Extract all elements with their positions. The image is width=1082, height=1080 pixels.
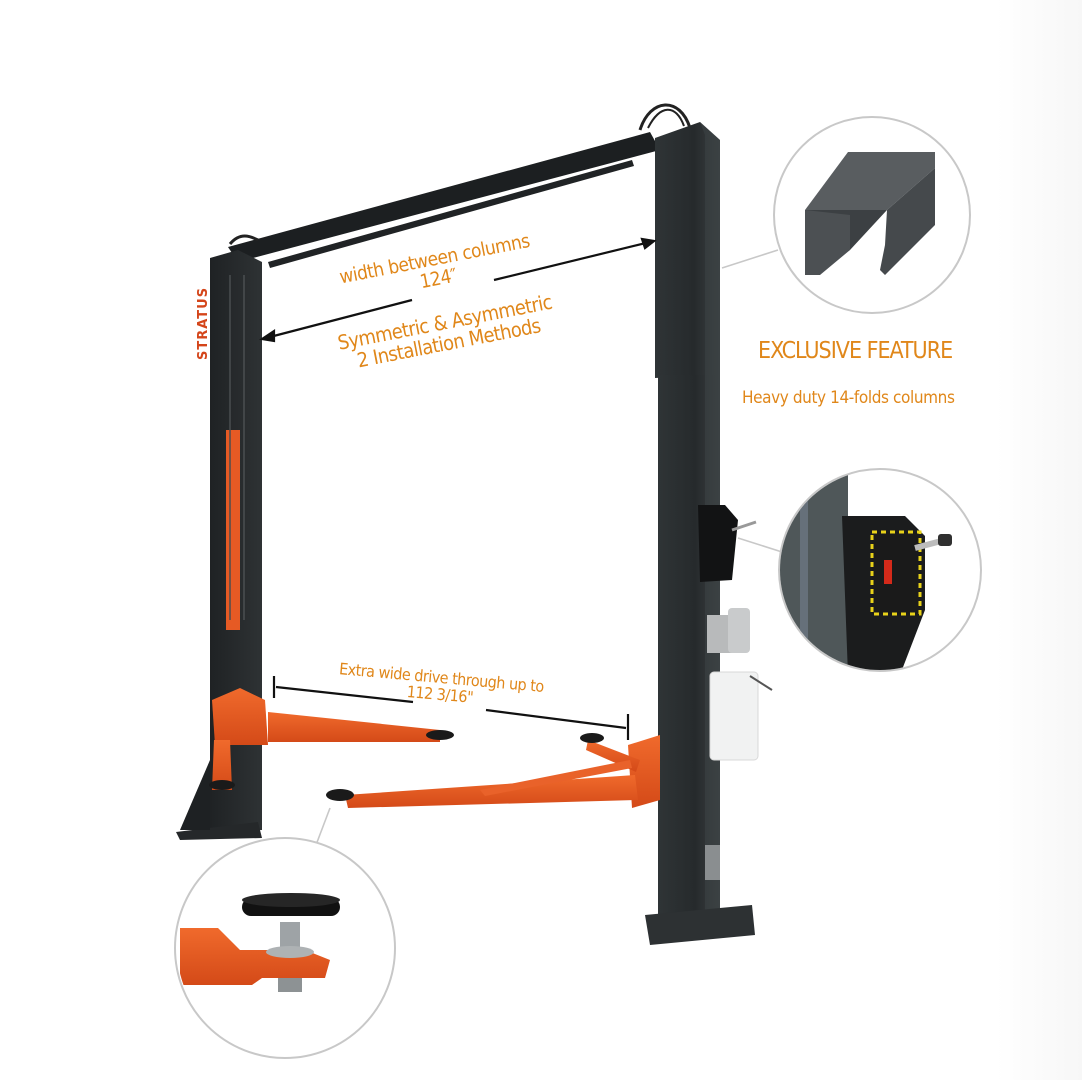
control-box [698, 505, 738, 582]
callout-control-lock [778, 468, 982, 672]
brand-logo: STRATUS [196, 286, 211, 360]
dimension-arrow-width [259, 237, 657, 343]
left-column [176, 250, 262, 840]
callout-column-profile [773, 116, 971, 314]
callout-lift-pad [174, 837, 396, 1059]
column-profile-icon [805, 152, 935, 275]
left-lift-arms [209, 688, 454, 790]
callout-connectors [315, 249, 783, 846]
right-lift-arms [326, 733, 660, 808]
dimension-arrow-drive [272, 676, 630, 740]
overhead-beam [228, 103, 692, 268]
pump-motor [707, 615, 732, 653]
feature-subtitle: Heavy duty 14-folds columns [742, 388, 955, 408]
right-column [645, 122, 773, 945]
hydraulic-reservoir [709, 671, 759, 761]
feature-title: EXCLUSIVE FEATURE [758, 338, 953, 364]
